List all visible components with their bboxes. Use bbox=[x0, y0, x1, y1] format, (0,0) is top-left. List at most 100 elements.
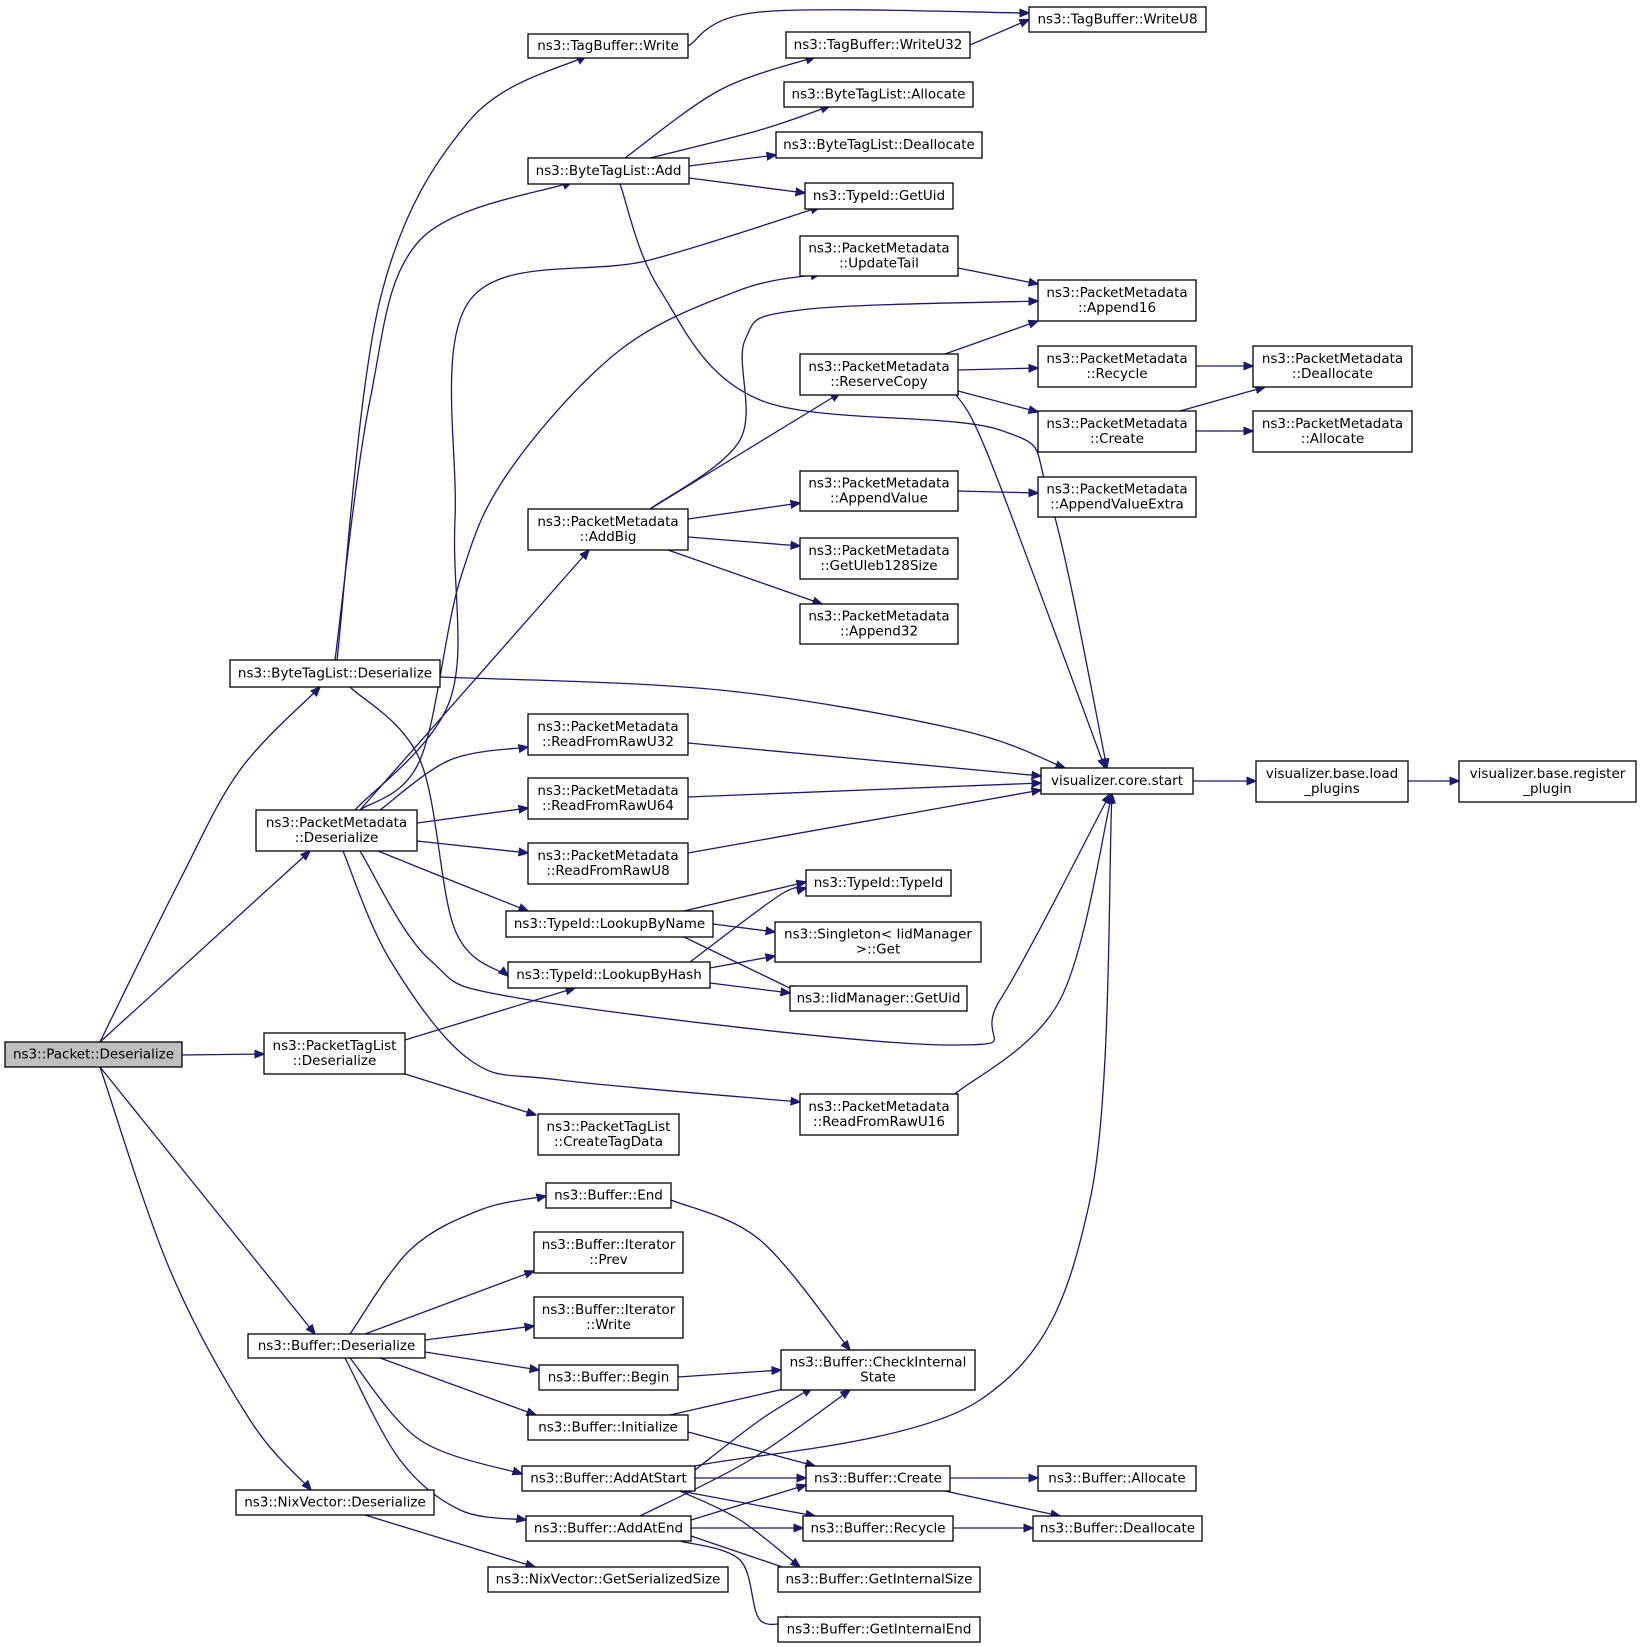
edge-btl_deser-to-btl_add bbox=[334, 182, 572, 661]
node-label-line: _plugins bbox=[1303, 781, 1360, 797]
node-iid_getuid[interactable]: ns3::IidManager::GetUid bbox=[789, 985, 968, 1012]
node-pm_appvx[interactable]: ns3::PacketMetadata::AppendValueExtra bbox=[1037, 476, 1197, 518]
edge-arrow bbox=[99, 851, 310, 1043]
edge-arrow bbox=[424, 1326, 534, 1341]
node-buf_aae[interactable]: ns3::Buffer::AddAtEnd bbox=[525, 1515, 692, 1542]
node-buf_gie[interactable]: ns3::Buffer::GetInternalEnd bbox=[777, 1616, 981, 1643]
node-pm_rru64[interactable]: ns3::PacketMetadata::ReadFromRawU64 bbox=[527, 777, 689, 820]
edge-arrow bbox=[687, 790, 1041, 854]
node-btl_dealloc[interactable]: ns3::ByteTagList::Deallocate bbox=[775, 131, 983, 159]
node-tb_wu32[interactable]: ns3::TagBuffer::WriteU32 bbox=[785, 31, 971, 59]
node-label-line: _plugin bbox=[1522, 781, 1572, 797]
node-tid_lbh[interactable]: ns3::TypeId::LookupByHash bbox=[507, 961, 711, 989]
node-btl_add[interactable]: ns3::ByteTagList::Add bbox=[527, 157, 690, 185]
node-viz_start[interactable]: visualizer.core.start bbox=[1040, 767, 1194, 795]
node-label-line: ns3::PacketMetadata bbox=[808, 543, 949, 559]
node-btl_deser[interactable]: ns3::ByteTagList::Deserialize bbox=[229, 659, 441, 688]
node-label-line: ::AppendValueExtra bbox=[1050, 497, 1184, 513]
edge-tb_write-to-tb_wu8 bbox=[687, 10, 1029, 47]
node-viz_reg[interactable]: visualizer.base.register_plugin bbox=[1458, 760, 1637, 803]
node-tid_lbn[interactable]: ns3::TypeId::LookupByName bbox=[505, 910, 714, 938]
node-buf_begin[interactable]: ns3::Buffer::Begin bbox=[538, 1364, 679, 1391]
node-buf_deser[interactable]: ns3::Buffer::Deserialize bbox=[247, 1333, 426, 1359]
edge-arrow bbox=[694, 794, 1112, 1467]
edge-pm_deser-to-pm_rru8 bbox=[416, 840, 528, 853]
node-pm_dealloc[interactable]: ns3::PacketMetadata::Deallocate bbox=[1252, 345, 1413, 388]
node-bi_write[interactable]: ns3::Buffer::Iterator::Write bbox=[533, 1296, 684, 1339]
node-label-line: ns3::PacketMetadata bbox=[1046, 351, 1187, 367]
node-label-line: ns3::PacketMetadata bbox=[808, 476, 949, 492]
node-ptl_deser[interactable]: ns3::PacketTagList::Deserialize bbox=[263, 1032, 406, 1075]
node-nix_gss[interactable]: ns3::NixVector::GetSerializedSize bbox=[487, 1566, 729, 1593]
node-label-line: ns3::Buffer::AddAtStart bbox=[530, 1471, 687, 1487]
node-tb_write[interactable]: ns3::TagBuffer::Write bbox=[527, 33, 689, 59]
node-pm_rescopy[interactable]: ns3::PacketMetadata::ReserveCopy bbox=[799, 353, 959, 396]
edge-arrow bbox=[619, 183, 1107, 768]
node-buf_recycle[interactable]: ns3::Buffer::Recycle bbox=[802, 1515, 954, 1542]
edge-buf_deser-to-buf_begin bbox=[424, 1351, 539, 1370]
edge-arrow bbox=[687, 10, 1029, 47]
edge-pm_addbig-to-pm_rescopy bbox=[649, 393, 840, 510]
edge-buf_deser-to-bi_prev bbox=[364, 1271, 534, 1335]
node-pm_uleb[interactable]: ns3::PacketMetadata::GetUleb128Size bbox=[799, 537, 959, 580]
edge-arrow bbox=[957, 390, 1038, 412]
node-box bbox=[507, 961, 711, 989]
node-pm_appval[interactable]: ns3::PacketMetadata::AppendValue bbox=[799, 470, 959, 512]
node-nix_deser[interactable]: ns3::NixVector::Deserialize bbox=[235, 1489, 435, 1516]
node-box bbox=[799, 235, 959, 277]
node-bi_prev[interactable]: ns3::Buffer::Iterator::Prev bbox=[533, 1231, 684, 1274]
edge-pm_rescopy-to-pm_app16 bbox=[944, 321, 1038, 355]
node-singleton[interactable]: ns3::Singleton< IidManager>::Get bbox=[774, 921, 982, 963]
node-pm_deser[interactable]: ns3::PacketMetadata::Deserialize bbox=[255, 809, 418, 852]
edge-arrow bbox=[957, 368, 1038, 370]
edge-arrow bbox=[416, 840, 528, 853]
node-pm_rru16[interactable]: ns3::PacketMetadata::ReadFromRawU16 bbox=[799, 1093, 959, 1136]
node-pm_app16[interactable]: ns3::PacketMetadata::Append16 bbox=[1037, 279, 1197, 322]
node-pm_rru32[interactable]: ns3::PacketMetadata::ReadFromRawU32 bbox=[527, 713, 689, 756]
edge-buf_deser-to-bi_write bbox=[424, 1326, 534, 1341]
node-label-line: ns3::ByteTagList::Deserialize bbox=[238, 666, 432, 682]
node-label-line: ::Deallocate bbox=[1292, 366, 1373, 382]
node-btl_alloc[interactable]: ns3::ByteTagList::Allocate bbox=[783, 81, 974, 108]
node-pm_rru8[interactable]: ns3::PacketMetadata::ReadFromRawU8 bbox=[527, 842, 689, 885]
node-label-line: ::AddBig bbox=[580, 529, 637, 545]
node-box bbox=[777, 1616, 981, 1643]
node-tb_wu8[interactable]: ns3::TagBuffer::WriteU8 bbox=[1028, 6, 1207, 33]
node-pm_alloc[interactable]: ns3::PacketMetadata::Allocate bbox=[1252, 410, 1413, 453]
edge-arrow bbox=[624, 57, 815, 159]
node-pm_addbig[interactable]: ns3::PacketMetadata::AddBig bbox=[527, 508, 689, 551]
node-box bbox=[537, 1113, 680, 1156]
node-pm_create[interactable]: ns3::PacketMetadata::Create bbox=[1037, 410, 1197, 453]
node-ptl_ctd[interactable]: ns3::PacketTagList::CreateTagData bbox=[537, 1113, 680, 1156]
node-root[interactable]: ns3::Packet::Deserialize bbox=[4, 1041, 183, 1068]
node-pm_app32[interactable]: ns3::PacketMetadata::Append32 bbox=[799, 603, 959, 645]
node-tid_typeid[interactable]: ns3::TypeId::TypeId bbox=[805, 869, 952, 897]
node-label-line: ns3::TypeId::LookupByHash bbox=[516, 967, 702, 983]
node-viz_load[interactable]: visualizer.base.load_plugins bbox=[1255, 760, 1409, 803]
edge-tid_lbh-to-iid_getuid bbox=[709, 982, 790, 993]
node-box bbox=[4, 1041, 183, 1068]
node-pm_updtail[interactable]: ns3::PacketMetadata::UpdateTail bbox=[799, 235, 959, 277]
edge-pm_addbig-to-pm_app32 bbox=[667, 549, 822, 604]
node-label-line: ns3::PacketMetadata bbox=[808, 359, 949, 375]
node-label-line: ns3::Buffer::GetInternalSize bbox=[786, 1572, 973, 1588]
node-buf_create[interactable]: ns3::Buffer::Create bbox=[805, 1465, 951, 1492]
node-pm_recycle[interactable]: ns3::PacketMetadata::Recycle bbox=[1037, 345, 1197, 388]
edge-pm_rescopy-to-pm_recycle bbox=[957, 368, 1038, 370]
node-label-line: ns3::Buffer::Deallocate bbox=[1040, 1521, 1195, 1537]
node-buf_gis[interactable]: ns3::Buffer::GetInternalSize bbox=[777, 1566, 981, 1593]
edge-btl_add-to-tb_wu32 bbox=[624, 57, 815, 159]
edge-arrow bbox=[677, 1370, 781, 1378]
node-buf_init[interactable]: ns3::Buffer::Initialize bbox=[527, 1414, 689, 1441]
node-box bbox=[1252, 345, 1413, 388]
node-box bbox=[521, 1465, 696, 1492]
node-buf_alloc[interactable]: ns3::Buffer::Allocate bbox=[1037, 1465, 1197, 1492]
node-box bbox=[805, 869, 952, 897]
node-buf_dealloc[interactable]: ns3::Buffer::Deallocate bbox=[1032, 1515, 1203, 1542]
node-tid_getuid[interactable]: ns3::TypeId::GetUid bbox=[804, 182, 954, 210]
node-label-line: ::ReadFromRawU64 bbox=[542, 798, 674, 814]
node-buf_end[interactable]: ns3::Buffer::End bbox=[545, 1182, 672, 1209]
edge-arrow bbox=[969, 20, 1029, 46]
node-buf_aas[interactable]: ns3::Buffer::AddAtStart bbox=[521, 1465, 696, 1492]
